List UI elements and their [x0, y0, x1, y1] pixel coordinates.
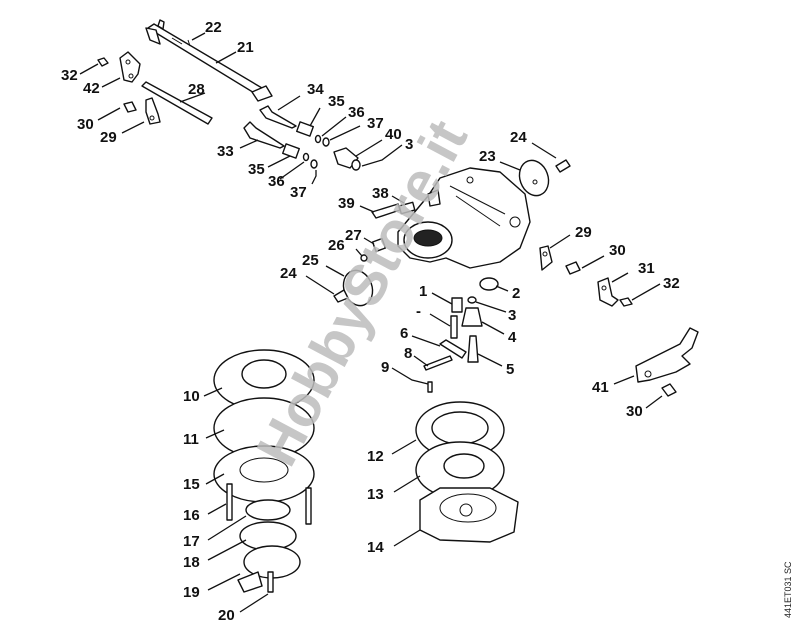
- part-screw-9: [427, 381, 433, 393]
- part-screw-39: [371, 203, 401, 219]
- part-ring-36b: [302, 152, 310, 162]
- callout-3: 3: [508, 307, 516, 324]
- callout-23: 23: [479, 148, 496, 165]
- part-lever-plate: [119, 51, 141, 83]
- part-plug-27: [371, 237, 387, 253]
- part-screw-16a: [226, 483, 233, 521]
- part-needle-33: [243, 121, 285, 149]
- part-screw-24b: [333, 289, 349, 303]
- callout-37: 37: [290, 184, 307, 201]
- part-ball-26: [360, 254, 368, 262]
- callout-34: 34: [307, 81, 324, 98]
- part-screw-30c: [661, 383, 677, 397]
- drawing-code: 441ET031 SC: [783, 561, 793, 618]
- callout-labels: 22 21 32 42 28 30 29 34 35 36 37 40 3 33…: [61, 19, 680, 624]
- callout-20: 20: [218, 607, 235, 624]
- callout-8: 8: [404, 345, 412, 362]
- part-spring-35b: [282, 143, 300, 159]
- callout-16: 16: [183, 507, 200, 524]
- part-throttle-disc: [518, 159, 550, 197]
- part-screw-16b: [305, 487, 312, 525]
- callout-29: 29: [575, 224, 592, 241]
- part-screen-17: [245, 499, 291, 521]
- part-bracket-41: [635, 327, 699, 383]
- callout-22: 22: [205, 19, 222, 36]
- callout-36: 36: [348, 104, 365, 121]
- callout-12: 12: [367, 448, 384, 465]
- callout-2: 2: [512, 285, 520, 302]
- callout-14: 14: [367, 539, 384, 556]
- callout-38: 38: [372, 185, 389, 202]
- part-jet-4: [461, 307, 483, 327]
- callout-33: 33: [217, 143, 234, 160]
- callout-24: 24: [280, 265, 297, 282]
- callout-32: 32: [663, 275, 680, 292]
- callout-dash: -: [416, 303, 421, 320]
- callout-41: 41: [592, 379, 609, 396]
- leader-lines: [79, 32, 663, 613]
- callout-25: 25: [302, 252, 319, 269]
- part-bracket-29b: [539, 245, 553, 271]
- callout-17: 17: [183, 533, 200, 550]
- callout-1: 1: [419, 283, 427, 300]
- part-screw-20: [267, 571, 274, 593]
- part-bracket-29a: [145, 97, 161, 125]
- part-screw-24a: [555, 159, 571, 173]
- callout-6: 6: [400, 325, 408, 342]
- part-plug-2: [479, 277, 499, 291]
- callout-30: 30: [626, 403, 643, 420]
- part-ring-37a: [322, 137, 330, 147]
- callout-13: 13: [367, 486, 384, 503]
- callout-39: 39: [338, 195, 355, 212]
- callout-10: 10: [183, 388, 200, 405]
- callout-18: 18: [183, 554, 200, 571]
- part-throttle-shaft: [145, 19, 273, 102]
- part-screw-30b: [565, 261, 581, 275]
- part-spring-35a: [296, 121, 314, 137]
- part-pin: [187, 39, 191, 47]
- part-ring-36a: [314, 134, 322, 144]
- part-choke-shaft: [141, 81, 213, 125]
- callout-36: 36: [268, 173, 285, 190]
- callout-32: 32: [61, 67, 78, 84]
- callout-35: 35: [328, 93, 345, 110]
- callout-21: 21: [237, 39, 254, 56]
- part-lever-6: [439, 339, 467, 359]
- part-pin-8: [423, 355, 453, 371]
- callout-27: 27: [345, 227, 362, 244]
- part-carburetor-body: [397, 167, 531, 269]
- part-screw-30a: [123, 101, 137, 113]
- callout-29: 29: [100, 129, 117, 146]
- callout-30: 30: [77, 116, 94, 133]
- part-washer-3b: [467, 296, 477, 304]
- callout-30: 30: [609, 242, 626, 259]
- callout-11: 11: [183, 431, 199, 448]
- part-needle-5: [467, 335, 479, 363]
- part-screw-32a: [97, 57, 109, 67]
- part-fuel-fitting: [237, 571, 263, 593]
- callout-26: 26: [328, 237, 345, 254]
- part-screw-32b: [619, 297, 633, 307]
- callout-40: 40: [385, 126, 402, 143]
- callout-5: 5: [506, 361, 514, 378]
- callout-37: 37: [367, 115, 384, 132]
- callout-15: 15: [183, 476, 200, 493]
- callout-28: 28: [188, 81, 205, 98]
- callout-3: 3: [405, 136, 413, 153]
- part-ring-37b: [310, 159, 318, 169]
- callout-35: 35: [248, 161, 265, 178]
- callout-9: 9: [381, 359, 389, 376]
- callout-19: 19: [183, 584, 200, 601]
- part-needle-34: [259, 105, 297, 129]
- callout-24: 24: [510, 129, 527, 146]
- callout-42: 42: [83, 80, 100, 97]
- callout-31: 31: [638, 260, 655, 277]
- part-sleeve-1: [451, 297, 463, 313]
- callout-4: 4: [508, 329, 517, 346]
- part-bracket-31: [597, 277, 619, 307]
- part-spring: [450, 315, 458, 339]
